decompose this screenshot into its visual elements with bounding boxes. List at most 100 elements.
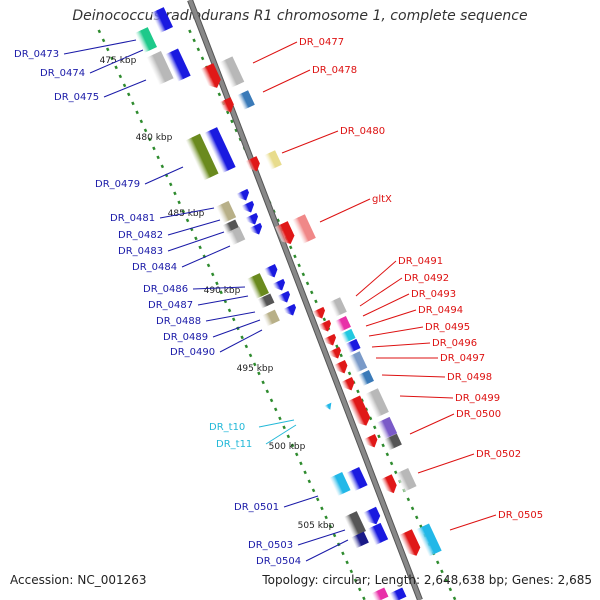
gene-dr0497a — [329, 297, 347, 317]
gene-dr0490a — [277, 290, 291, 303]
scale-dot-right — [381, 443, 385, 448]
gene-arrow-body — [236, 188, 250, 201]
scale-dot-right — [444, 578, 448, 583]
left-gene-label: DR_0488 — [156, 316, 201, 327]
gene-dr0497d — [345, 338, 361, 354]
gene-arrow-body — [245, 212, 259, 225]
gene-body — [219, 56, 245, 88]
right-leader-line — [365, 309, 417, 327]
left-leader-line — [167, 231, 225, 252]
scale-dot-right — [410, 506, 415, 511]
topology-text: Topology: circular; Length: 2,648,638 bp… — [262, 573, 592, 587]
left-gene-label: DR_0482 — [118, 230, 163, 241]
gene-body — [165, 48, 191, 82]
gene-dr0475 — [146, 51, 174, 85]
scale-dot-left — [324, 515, 328, 520]
scale-dot-right — [389, 461, 394, 466]
scale-dot-left — [307, 479, 312, 484]
scale-dot-left — [131, 101, 135, 106]
gene-dr0504a — [363, 506, 381, 525]
gene-body — [344, 511, 366, 537]
left-leader-line — [265, 424, 297, 445]
gene-dr0478a — [219, 97, 234, 113]
left-gene-label: DR_0486 — [143, 284, 188, 295]
gene-arrow-body — [272, 278, 286, 291]
scale-dot-right — [448, 587, 453, 592]
gene-trna — [324, 402, 332, 410]
right-gene-label: DR_0499 — [455, 393, 500, 404]
gene-arrow-body — [318, 319, 332, 332]
gene-arrow-body — [275, 221, 295, 244]
scale-dot-left — [311, 488, 316, 493]
gene-dr0489a — [264, 264, 278, 278]
scale-dot-right — [234, 128, 238, 133]
right-leader-line — [371, 342, 431, 348]
scale-dot-left — [168, 182, 173, 187]
gene-body — [371, 587, 389, 600]
left-gene-label: DR_0479 — [95, 179, 140, 190]
gene-arrow-body — [245, 156, 260, 172]
gene-arrow-body — [219, 97, 234, 113]
right-gene-label: DR_0496 — [432, 338, 477, 349]
gene-body — [376, 416, 398, 440]
gene-body — [222, 219, 240, 235]
gene-body — [365, 388, 389, 418]
scale-dot-left — [231, 317, 236, 322]
scale-tick-label: 505 kbp — [298, 521, 335, 531]
scale-dot-left — [152, 146, 156, 151]
scale-dot-left — [345, 560, 349, 565]
scale-dot-right — [301, 272, 306, 277]
gene-arrow-body — [200, 63, 221, 88]
scale-dot-right — [314, 299, 318, 304]
scale-dot-right — [305, 281, 310, 286]
scale-dot-right — [188, 29, 192, 34]
scale-dot-right — [385, 452, 390, 457]
scale-dot-left — [299, 461, 303, 466]
gene-dr0479b — [204, 127, 236, 173]
gene-body — [358, 370, 374, 386]
scale-dot-right — [406, 497, 411, 502]
gene-arrow-body — [328, 346, 342, 359]
scale-dot-right — [196, 47, 201, 52]
right-gene-label: DR_0502 — [476, 449, 521, 460]
right-gene-label: DR_0492 — [404, 273, 449, 284]
scale-dot-left — [118, 74, 123, 79]
scale-dot-left — [303, 470, 307, 475]
gene-body — [348, 351, 368, 373]
left-gene-label: DR_0483 — [118, 246, 163, 257]
right-leader-line — [381, 374, 446, 378]
gene-dr0503a — [344, 511, 366, 537]
gene-arrow-body — [241, 200, 255, 213]
scale-dot-left — [160, 164, 165, 169]
right-leader-line — [281, 130, 339, 154]
left-gene-label: DR_0490 — [170, 347, 215, 358]
scale-dot-left — [194, 236, 198, 241]
left-gene-label: DR_0487 — [148, 300, 193, 311]
right-gene-label: DR_0505 — [498, 510, 543, 521]
scale-dot-left — [139, 119, 144, 124]
right-leader-line — [319, 198, 371, 223]
gene-dr0484a — [236, 188, 250, 201]
scale-dot-left — [294, 452, 299, 457]
scale-dot-right — [356, 389, 360, 394]
gene-body — [264, 150, 282, 170]
gene-dr0500a — [376, 416, 398, 440]
left-gene-label: DR_0501 — [234, 502, 279, 513]
right-leader-line — [449, 514, 497, 531]
right-leader-line — [417, 453, 475, 474]
right-leader-line — [359, 277, 403, 307]
scale-dot-right — [368, 416, 373, 421]
scale-dot-left — [105, 47, 110, 52]
scale-dot-left — [181, 209, 186, 214]
right-gene-label: gltX — [372, 194, 392, 205]
scale-dot-left — [215, 281, 219, 286]
gene-dr0476 — [165, 48, 191, 82]
scale-dot-left — [349, 569, 354, 574]
gene-body — [335, 316, 351, 332]
gene-dr0480b — [264, 150, 282, 170]
gene-arrow-body — [341, 377, 355, 391]
left-leader-line — [205, 311, 256, 322]
gene-arrow-body — [312, 306, 326, 319]
scale-dot-right — [288, 245, 293, 250]
